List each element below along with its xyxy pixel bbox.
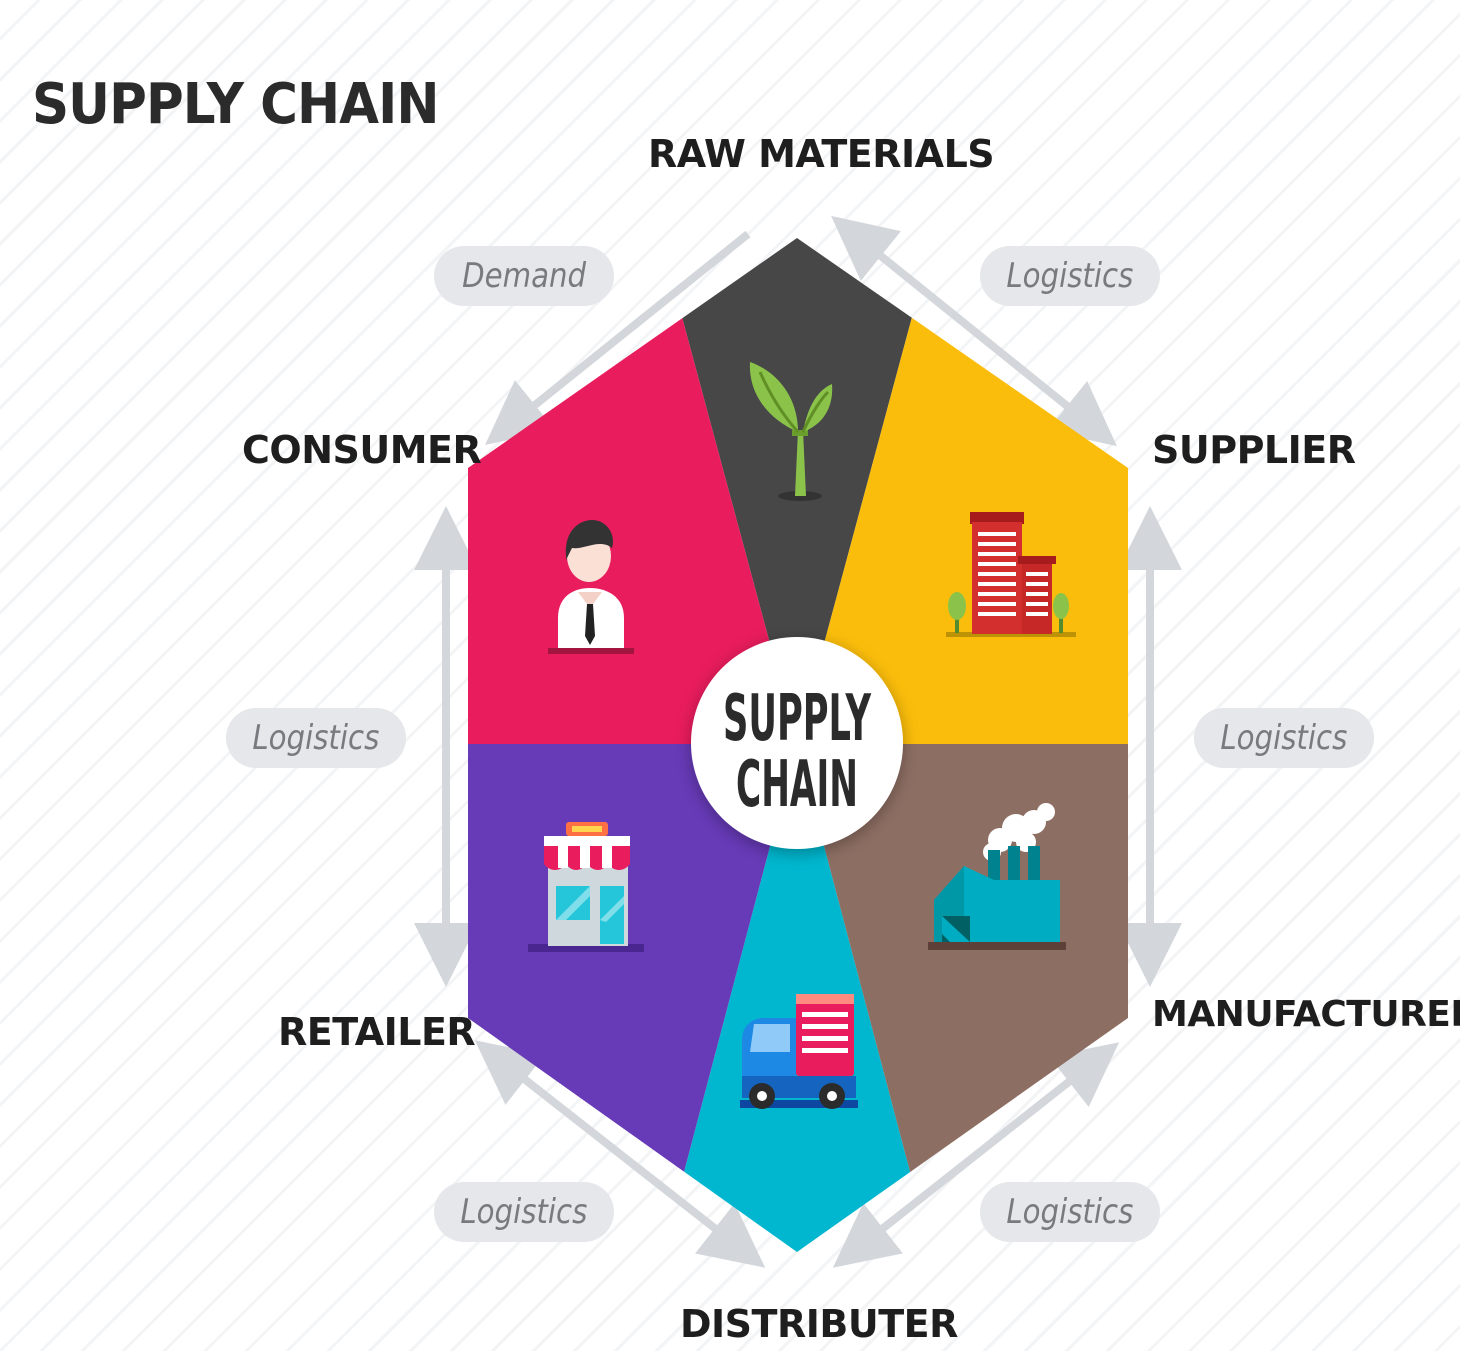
segment-raw-materials — [637, 238, 957, 744]
page-title: SUPPLY CHAIN — [32, 72, 439, 137]
shop-icon — [528, 822, 644, 952]
person-icon — [548, 520, 634, 654]
flow-label-left: Logistics — [252, 718, 380, 758]
flow-label-top-right: Logistics — [1006, 256, 1134, 296]
label-manufacturer: MANUFACTURER — [1152, 994, 1460, 1035]
plant-icon — [749, 362, 833, 501]
center-label-line2: CHAIN — [736, 748, 858, 822]
building-icon — [946, 512, 1076, 637]
arrow-bottom-right — [832, 1042, 1120, 1268]
flow-pill-right: Logistics — [1194, 708, 1374, 768]
flow-arrows — [414, 215, 1182, 1268]
center-label-line1: SUPPLY — [723, 682, 871, 756]
flow-label-bottom-left: Logistics — [460, 1192, 588, 1232]
center-badge — [691, 637, 903, 849]
label-retailer: RETAILER — [278, 1010, 476, 1054]
flow-pill-demand: Demand — [434, 246, 614, 306]
flow-pill-bottom-right: Logistics — [980, 1182, 1160, 1242]
label-distributer: DISTRIBUTER — [680, 1302, 958, 1346]
flow-pill-top-right: Logistics — [980, 246, 1160, 306]
arrow-top-right — [831, 215, 1117, 447]
flow-label-right: Logistics — [1220, 718, 1348, 758]
arrow-bottom-left — [474, 1040, 766, 1268]
flow-pill-left: Logistics — [226, 708, 406, 768]
arrow-top-left — [485, 230, 751, 446]
label-raw-materials: RAW MATERIALS — [648, 132, 995, 176]
flow-pill-bottom-left: Logistics — [434, 1182, 614, 1242]
label-consumer: CONSUMER — [242, 428, 482, 472]
flow-label-demand: Demand — [461, 256, 587, 296]
flow-label-bottom-right: Logistics — [1006, 1192, 1134, 1232]
factory-icon — [928, 803, 1066, 950]
truck-icon — [740, 994, 858, 1109]
label-supplier: SUPPLIER — [1152, 428, 1356, 472]
